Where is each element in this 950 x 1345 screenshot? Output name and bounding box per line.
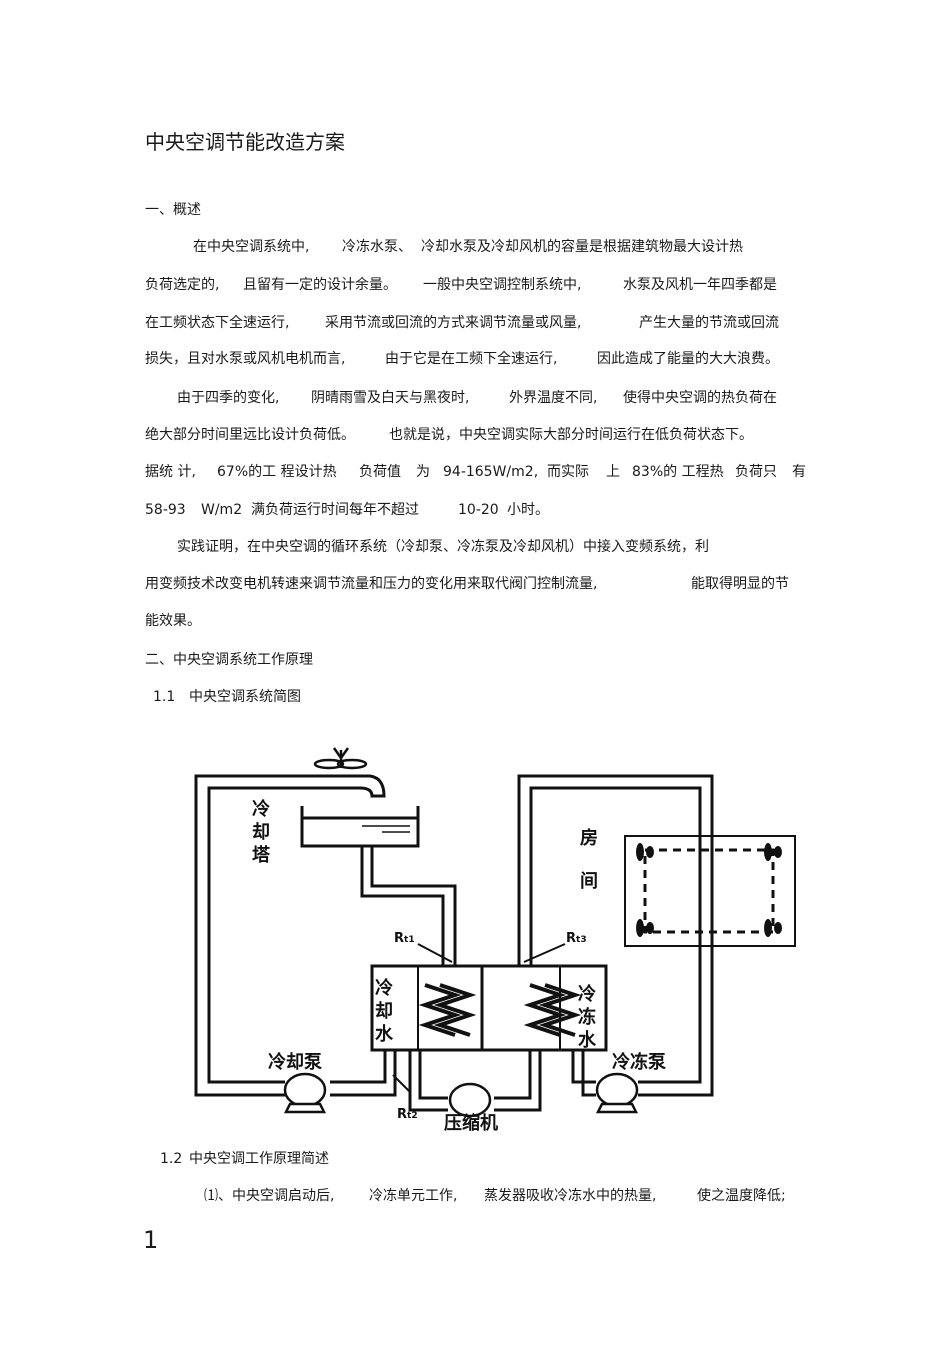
page-number: 1 [143,1226,159,1254]
text-segment: 产生大量的节流或回流 [639,315,779,331]
text-segment: 10-20 [458,502,499,518]
text-segment: 冷冻单元工作, [369,1188,458,1204]
room-label: 房 [580,827,598,849]
text-segment: 一般中央空调控制系统中, [423,277,582,293]
chilled-loop-outer-pipe [517,774,714,1097]
text-segment: 在中央空调系统中, [193,239,310,255]
text-segment: 水泵及风机一年四季都是 [623,277,777,293]
chilled-pump-label: 冷冻泵 [612,1051,666,1073]
text-segment: 冷却水泵及冷却风机的容量是根据建筑物最大设计热 [421,239,743,255]
text-segment: 由于它是在工频下全速运行, [385,351,558,367]
room-box [624,835,796,947]
text-segment: 绝大部分时间里远比设计负荷低。 [145,427,355,443]
sensor-rt2-lead [392,1074,411,1093]
chilled-water-label: 冷 [578,983,596,1005]
section-heading-principle: 二、中央空调系统工作原理 [145,652,313,668]
evaporator-coil [523,983,567,1037]
cooling-pump-icon [283,1072,327,1108]
subsection-title: 中央空调系统简图 [189,689,301,705]
text-segment: 而实际 [547,464,589,480]
chilled-water-label: 水 [578,1029,597,1051]
text-segment: 采用节流或回流的方式来调节流量或风量, [325,315,582,331]
text-segment: 冷冻水泵、 [342,239,412,255]
document-title: 中央空调节能改造方案 [145,130,345,154]
chilled-loop-inner-pipe [529,786,702,1084]
text-segment: 用变频技术改变电机转速来调节流量和压力的变化用来取代阀门控制流量, [145,576,598,592]
text-segment: 67%的工 程设计热 [217,464,337,480]
text-segment: 能效果。 [145,613,201,629]
text-segment: 由于四季的变化, [177,390,280,406]
chilled-pump-icon [595,1072,639,1108]
text-segment: W/m2 [201,502,243,518]
text-segment: 小时。 [507,502,549,518]
text-segment: 满负荷运行时间每年不超过 [251,502,419,518]
section-heading-overview: 一、概述 [145,202,201,218]
chilled-water-label: 冻 [578,1006,596,1028]
text-segment: 且留有一定的设计余量。 [243,277,397,293]
subsection-number: 1.1 [153,689,176,705]
sensor-rt1-lead [417,943,453,963]
cooling-loop-inner-pipe [207,786,316,1084]
text-segment: 使得中央空调的热负荷在 [623,390,777,406]
subsection-number: 1.2 [160,1151,183,1167]
text-segment: 在工频状态下全速运行, [145,315,290,331]
text-segment: 因此造成了能量的大大浪费。 [597,351,779,367]
cooling-tower-label: 塔 [252,844,271,866]
sensor-rt2-label: Rt2 [397,1107,418,1122]
cooling-tower-label: 却 [252,822,270,843]
text-segment: 为 [416,464,430,480]
text-segment: 实践证明，在中央空调的循环系统（冷却泵、冷冻泵及冷却风机）中接入变频系统，利 [177,539,709,555]
text-segment: 也就是说，中央空调实际大部分时间运行在低负荷状态下。 [389,427,753,443]
spout-pipe [316,774,386,798]
text-segment: 蒸发器吸收冷冻水中的热量, [484,1188,657,1204]
cooling-water-label: 水 [375,1023,394,1045]
cooling-tower-label: 冷 [252,798,270,820]
text-segment: 58-93 [145,502,186,518]
compressor-icon [448,1082,492,1118]
text-segment: 83%的 工程热 [632,464,724,480]
compressor-label: 压缩机 [444,1112,498,1134]
condenser-coil [418,983,462,1037]
text-segment: 负荷值 [359,464,401,480]
text-segment: 据统 计, [145,464,196,480]
tower-fan-icon [313,747,368,770]
text-segment: 使之温度降低; [697,1188,786,1204]
sensor-rt3-label: Rt3 [566,931,587,946]
text-segment: ⑴、中央空调启动后, [204,1188,335,1204]
text-segment: 损失，且对水泵或风机电机而言, [145,351,346,367]
cooling-water-label: 却 [375,1001,393,1022]
subsection-title: 中央空调工作原理简述 [189,1151,329,1167]
cooling-water-label: 冷 [375,977,393,999]
cooling-tower-basin [300,806,420,848]
sensor-rt3-lead [523,943,566,963]
text-segment: 阴晴雨雪及白天与黑夜时, [311,390,470,406]
text-segment: 能取得明显的节 [691,576,789,592]
text-segment: 94-165W/m2, [443,464,539,480]
room-label: 间 [580,871,598,892]
cooling-loop-outer-pipe [194,774,316,1097]
text-segment: 有 [792,464,806,480]
text-segment: 上 [606,464,620,480]
text-segment: 外界温度不同, [509,390,598,406]
text-segment: 负荷选定的, [145,277,220,293]
text-segment: 负荷只 [735,464,777,480]
room-fan-icons [636,843,782,937]
sensor-rt1-label: Rt1 [394,931,415,946]
cooling-pump-label: 冷却泵 [268,1051,322,1073]
